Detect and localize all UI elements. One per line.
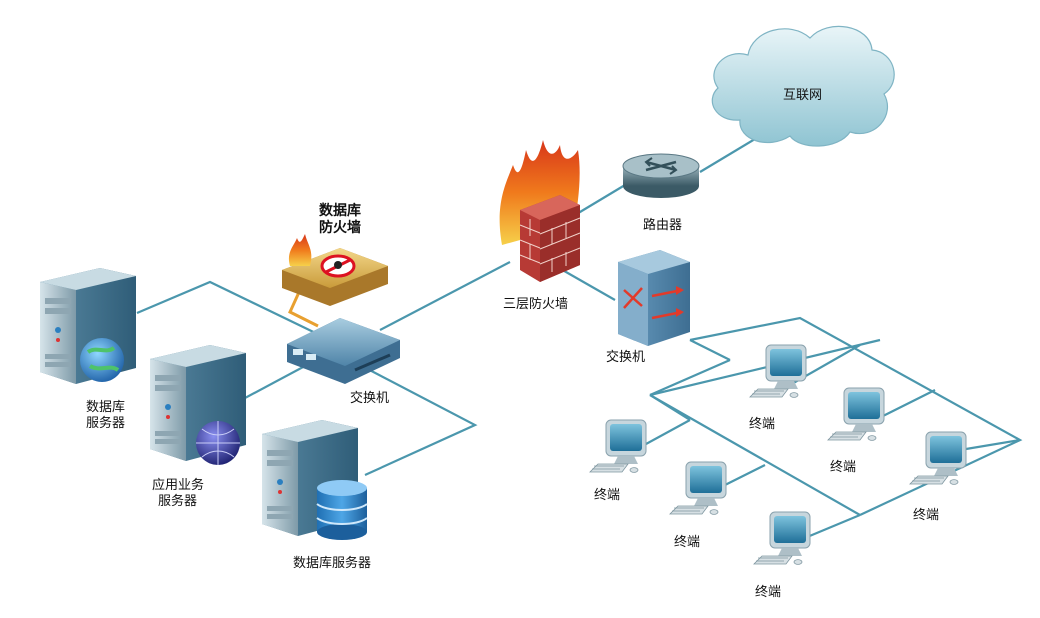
terminal-label: 终端 <box>830 460 857 475</box>
db-firewall-label-line2: 防火墙 <box>319 220 361 236</box>
terminal-label: 终端 <box>755 585 782 600</box>
core-switch-icon <box>287 318 400 384</box>
terminal-icon <box>749 344 807 398</box>
db-firewall-label-line1: 数据库 <box>319 203 361 219</box>
router-label: 路由器 <box>643 218 683 233</box>
internet-cloud-icon <box>711 25 895 147</box>
terminal-icon <box>753 511 811 565</box>
storage-server-icon <box>262 420 368 540</box>
l3-firewall-label: 三层防火墙 <box>503 297 569 312</box>
brick-firewall-icon <box>499 140 581 282</box>
db-server-icon <box>40 268 136 384</box>
db-server-label-line2: 服务器 <box>86 416 126 431</box>
terminal-icon <box>909 431 967 485</box>
db-firewall-appliance-icon <box>282 234 388 306</box>
terminal-label: 终端 <box>674 535 701 550</box>
storage-server-label: 数据库服务器 <box>293 556 372 571</box>
app-server-label-line2: 服务器 <box>158 494 198 509</box>
app-server-label-line1: 应用业务 <box>152 478 205 493</box>
router-icon <box>622 153 700 198</box>
internet-label: 互联网 <box>783 88 823 103</box>
terminal-icon <box>589 419 647 473</box>
db-server-label-line1: 数据库 <box>86 400 126 415</box>
core-switch-label: 交换机 <box>350 391 390 406</box>
app-server-icon <box>150 345 246 465</box>
access-switch-label: 交换机 <box>606 350 646 365</box>
network-links <box>136 129 1023 542</box>
db-firewall-link <box>288 289 319 328</box>
access-switch-icon <box>618 250 690 346</box>
terminal-icon <box>669 461 727 515</box>
terminal-icon <box>827 387 885 441</box>
terminal-label: 终端 <box>913 508 940 523</box>
terminal-label: 终端 <box>594 488 621 503</box>
terminal-label: 终端 <box>749 417 776 432</box>
